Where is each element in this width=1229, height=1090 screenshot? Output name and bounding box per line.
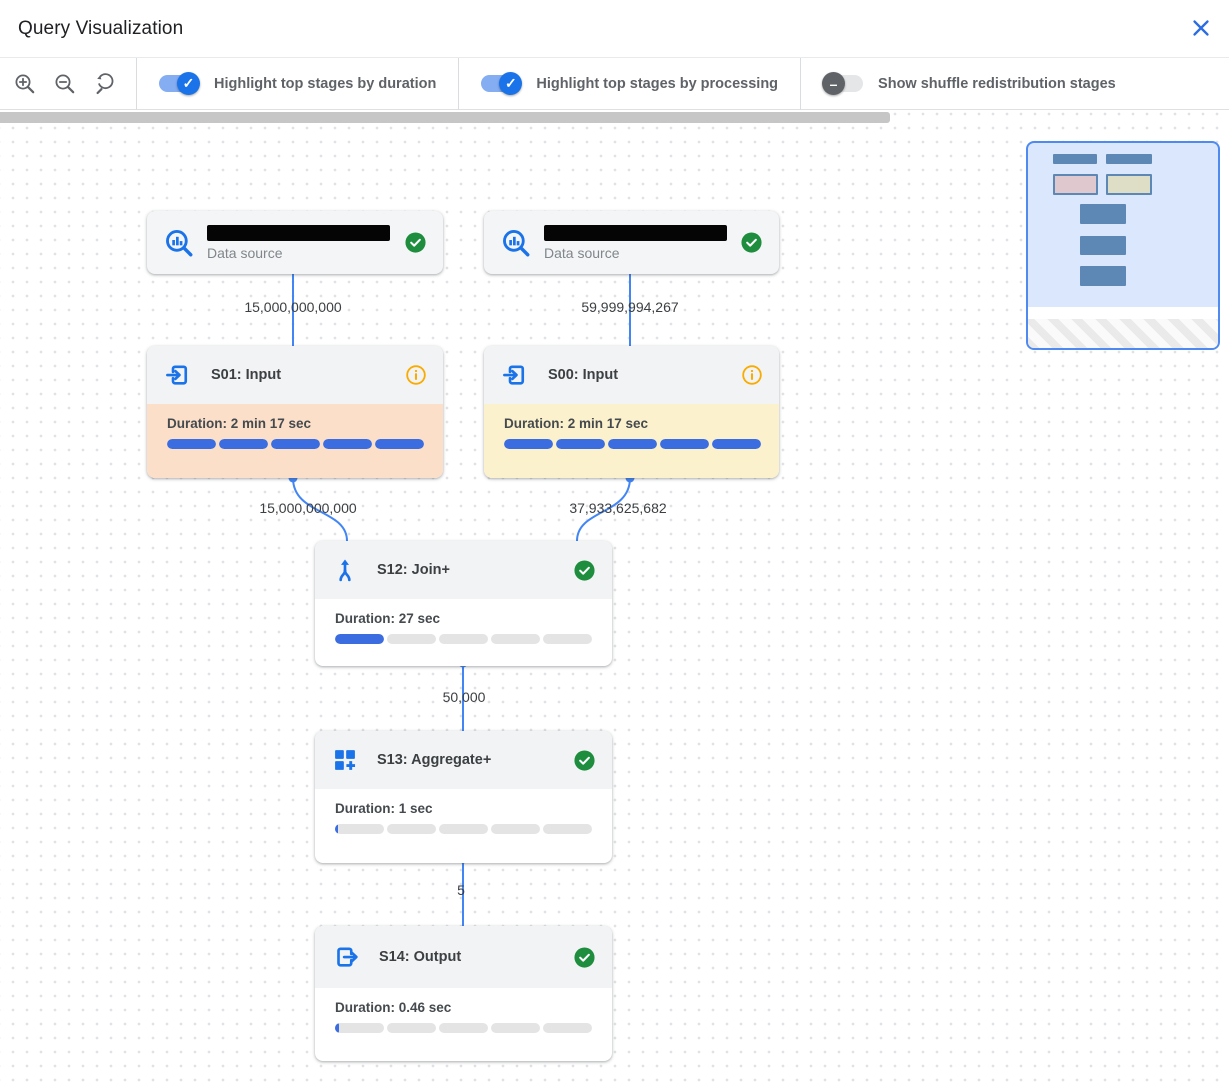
edge-row-count: 59,999,994,267: [581, 299, 679, 315]
edge-row-count: 15,000,000,000: [259, 500, 357, 516]
zoom-controls: [0, 71, 136, 97]
progress-bar: [335, 824, 592, 834]
minimap-node-highlight-processing: [1106, 174, 1152, 195]
input-icon: [503, 365, 525, 385]
close-button[interactable]: [1187, 14, 1215, 42]
output-icon: [337, 947, 358, 967]
zoom-reset-icon: [96, 72, 114, 94]
toggle-group-shuffle: – Show shuffle redistribution stages: [801, 72, 1138, 95]
zoom-out-button[interactable]: [52, 71, 78, 97]
toolbar: ✓ Highlight top stages by duration ✓ Hig…: [0, 57, 1229, 110]
minimap[interactable]: [1026, 141, 1220, 350]
zoom-reset-button[interactable]: [92, 71, 118, 97]
stage-node-s12[interactable]: S12: Join+ Duration: 27 sec: [315, 541, 612, 666]
stage-title: S14: Output: [379, 949, 462, 965]
edge-row-count: 37,933,625,682: [569, 500, 667, 516]
toggle-check-icon: ✓: [177, 72, 200, 95]
show-shuffle-toggle[interactable]: –: [822, 72, 864, 95]
progress-bar: [335, 634, 592, 644]
stage-header: S00: Input: [484, 346, 779, 404]
redacted-table-name: [207, 224, 390, 241]
stage-node-s14[interactable]: S14: Output Duration: 0.46 sec: [315, 926, 612, 1061]
input-icon: [166, 365, 188, 385]
info-icon[interactable]: [405, 364, 427, 386]
toggle-minus-icon: –: [822, 72, 846, 95]
minimap-node: [1053, 154, 1097, 164]
minimap-node-highlight-duration: [1053, 174, 1098, 195]
duration-label: Duration: 0.46 sec: [335, 1000, 452, 1015]
highlight-duration-toggle[interactable]: ✓: [159, 72, 200, 95]
duration-label: Duration: 1 sec: [335, 801, 433, 816]
stage-title: S12: Join+: [377, 562, 450, 578]
edge-row-count: 15,000,000,000: [244, 299, 342, 315]
page-title: Query Visualization: [18, 17, 184, 39]
toolbar-divider: [136, 57, 137, 110]
progress-bar: [335, 1023, 592, 1033]
toggle-label: Highlight top stages by duration: [214, 75, 437, 92]
toolbar-divider: [800, 57, 802, 110]
data-source-node-2[interactable]: Data source: [484, 211, 779, 274]
data-source-label: Data source: [207, 244, 283, 261]
stage-body: Duration: 2 min 17 sec: [147, 404, 443, 478]
data-source-info: Data source: [207, 224, 392, 261]
stage-header: S14: Output: [315, 926, 612, 988]
success-check-icon: [741, 232, 762, 253]
progress-bar: [167, 439, 424, 449]
minimap-node: [1106, 154, 1152, 164]
toggle-label: Show shuffle redistribution stages: [878, 75, 1116, 92]
minimap-out-of-bounds: [1028, 319, 1218, 348]
highlight-processing-toggle[interactable]: ✓: [481, 72, 523, 95]
stage-header: S13: Aggregate+: [315, 731, 612, 789]
toggle-label: Highlight top stages by processing: [536, 75, 779, 92]
success-check-icon: [574, 749, 595, 771]
data-source-node-1[interactable]: Data source: [147, 211, 443, 274]
duration-label: Duration: 2 min 17 sec: [167, 416, 312, 431]
data-source-info: Data source: [544, 224, 728, 261]
stage-node-s00[interactable]: S00: Input Duration: 2 min 17 sec: [484, 346, 779, 478]
progress-bar: [504, 439, 761, 449]
stage-node-s01[interactable]: S01: Input Duration: 2 min 17 sec: [147, 346, 443, 478]
info-icon[interactable]: [741, 364, 763, 386]
stage-node-s13[interactable]: S13: Aggregate+ Duration: 1 sec: [315, 731, 612, 863]
minimap-viewport-gap: [1028, 307, 1218, 319]
toolbar-divider: [458, 57, 460, 110]
close-icon: [1193, 20, 1209, 36]
minimap-node: [1080, 236, 1126, 255]
edge-row-count: 5: [457, 882, 465, 898]
stage-title: S00: Input: [548, 367, 619, 383]
zoom-in-button[interactable]: [12, 71, 38, 97]
stage-body: Duration: 1 sec: [315, 789, 612, 863]
duration-label: Duration: 2 min 17 sec: [504, 416, 649, 431]
toggle-check-icon: ✓: [499, 72, 523, 95]
stage-header: S12: Join+: [315, 541, 612, 599]
stage-header: S01: Input: [147, 346, 443, 404]
stage-body: Duration: 2 min 17 sec: [484, 404, 779, 478]
toggle-group-processing: ✓ Highlight top stages by processing: [459, 72, 800, 95]
success-check-icon: [574, 946, 595, 968]
minimap-node: [1080, 204, 1126, 224]
zoom-in-icon: [15, 74, 35, 93]
edge-row-count: 50,000: [442, 689, 486, 705]
success-check-icon: [574, 559, 595, 581]
toggle-group-duration: ✓ Highlight top stages by duration: [137, 72, 458, 95]
graph-canvas[interactable]: Data source Data source: [0, 111, 1229, 1090]
join-icon: [339, 559, 351, 582]
aggregate-icon: [335, 750, 356, 770]
dialog-header: Query Visualization: [0, 0, 1229, 58]
duration-label: Duration: 27 sec: [335, 611, 441, 626]
stage-title: S13: Aggregate+: [377, 752, 492, 768]
zoom-out-icon: [55, 74, 75, 93]
stage-title: S01: Input: [211, 367, 282, 383]
data-source-label: Data source: [544, 244, 620, 261]
horizontal-scrollbar[interactable]: [0, 112, 890, 123]
bigquery-datasource-icon: [166, 229, 193, 256]
minimap-node: [1080, 266, 1126, 286]
success-check-icon: [405, 232, 426, 253]
redacted-table-name: [544, 224, 727, 241]
stage-body: Duration: 0.46 sec: [315, 988, 612, 1061]
stage-body: Duration: 27 sec: [315, 599, 612, 666]
bigquery-datasource-icon: [503, 229, 530, 256]
